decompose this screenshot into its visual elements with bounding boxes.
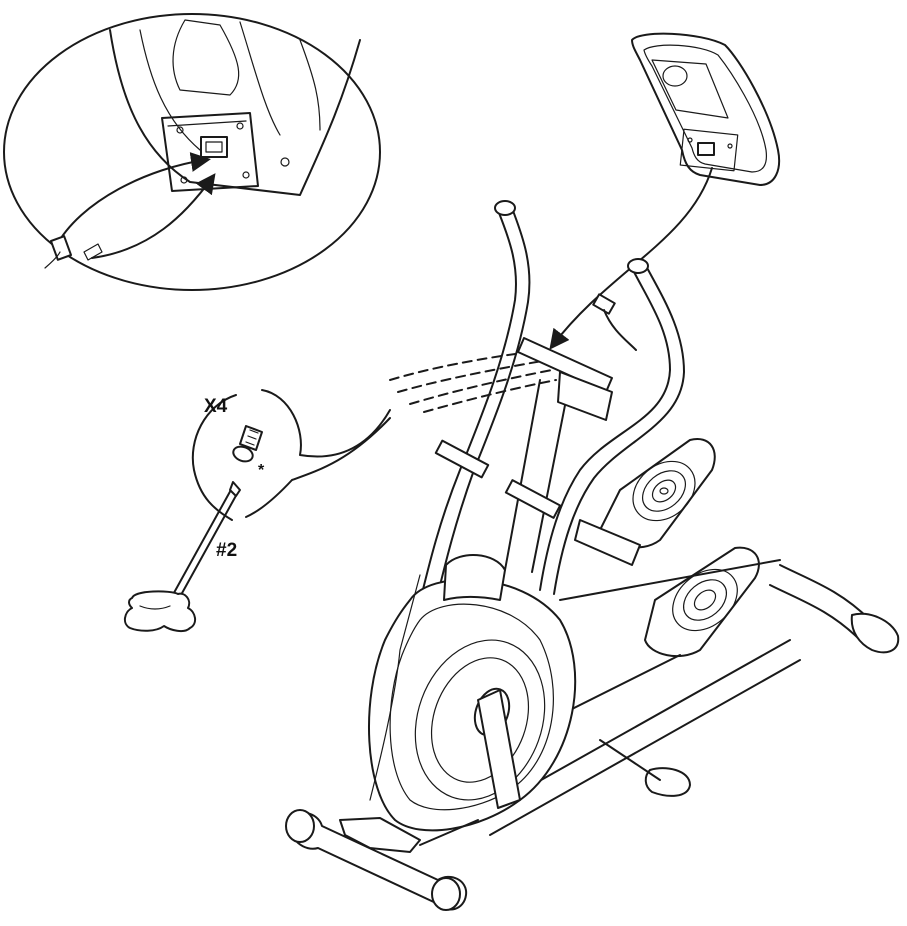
screwdriver-label: #2 — [216, 540, 237, 561]
screwdriver-icon — [124, 481, 241, 633]
screw-callout: X4 * #2 — [124, 389, 391, 633]
wire-arrow-2 — [91, 173, 216, 259]
note-marker: * — [258, 462, 265, 479]
screw-path-lines — [389, 349, 557, 413]
console-icon — [631, 32, 780, 186]
console-mount-arrow — [549, 167, 713, 350]
wire-connector-icon — [44, 235, 103, 269]
console-port — [697, 142, 715, 156]
quantity-label: X4 — [204, 396, 228, 417]
connector-port — [200, 136, 228, 158]
wire-arrow-1 — [54, 152, 211, 249]
elliptical-machine — [285, 200, 900, 911]
screw-icon — [232, 425, 263, 463]
detail-inset — [3, 13, 381, 291]
